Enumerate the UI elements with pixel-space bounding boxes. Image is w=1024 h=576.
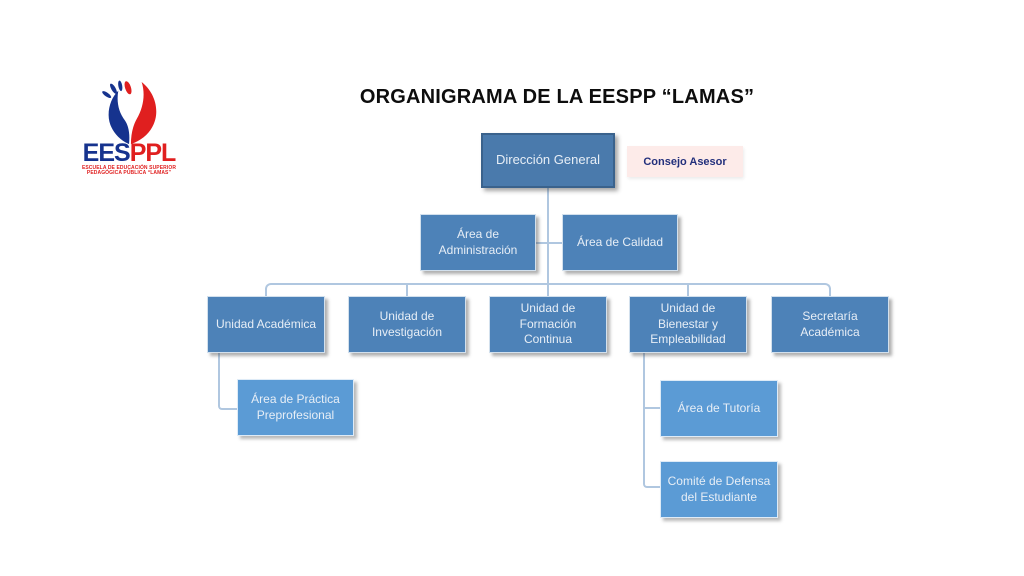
connector-level2-horizontal	[536, 242, 562, 244]
node-consejo-asesor: Consejo Asesor	[627, 146, 743, 177]
logo-acronym-blue: EES	[82, 139, 131, 167]
connector-academica-child	[218, 353, 237, 410]
node-area-administracion: Área de Administración	[420, 214, 536, 271]
node-unidad-academica: Unidad Académica	[207, 296, 325, 353]
node-unidad-formacion-continua: Unidad de Formación Continua	[489, 296, 607, 353]
node-comite-defensa-estudiante: Comité de Defensa del Estudiante	[660, 461, 778, 518]
page-title: ORGANIGRAMA DE LA EESPP “LAMAS”	[359, 86, 755, 108]
node-unidad-investigacion: Unidad de Investigación	[348, 296, 466, 353]
node-area-calidad: Área de Calidad	[562, 214, 678, 271]
logo-eesppl: EESPPL ESCUELA DE EDUCACIÓN SUPERIOR PED…	[74, 80, 184, 192]
logo-flame-icon	[102, 80, 157, 145]
connector-units-rail	[265, 283, 831, 296]
node-unidad-bienestar-empleabilidad: Unidad de Bienestar y Empleabilidad	[629, 296, 747, 353]
node-area-tutoria: Área de Tutoría	[660, 380, 778, 437]
connector-bienestar-child-upper	[644, 407, 660, 409]
node-area-practica-preprofesional: Área de Práctica Preprofesional	[237, 379, 354, 436]
connector-drop-bienestar	[687, 284, 689, 296]
connector-drop-investigacion	[406, 284, 408, 296]
node-secretaria-academica: Secretaría Académica	[771, 296, 889, 353]
logo-acronym: EESPPL	[74, 141, 184, 166]
node-direccion-general: Dirección General	[481, 133, 615, 188]
logo-subtitle-line1: ESCUELA DE EDUCACIÓN SUPERIOR	[81, 165, 177, 171]
logo-subtitle-line2: PEDAGÓGICA PÚBLICA “LAMAS”	[86, 170, 172, 176]
connector-bienestar-child-lower	[643, 353, 660, 488]
logo-subtitle: ESCUELA DE EDUCACIÓN SUPERIOR PEDAGÓGICA…	[74, 166, 184, 176]
logo-acronym-red: PPL	[129, 139, 177, 167]
